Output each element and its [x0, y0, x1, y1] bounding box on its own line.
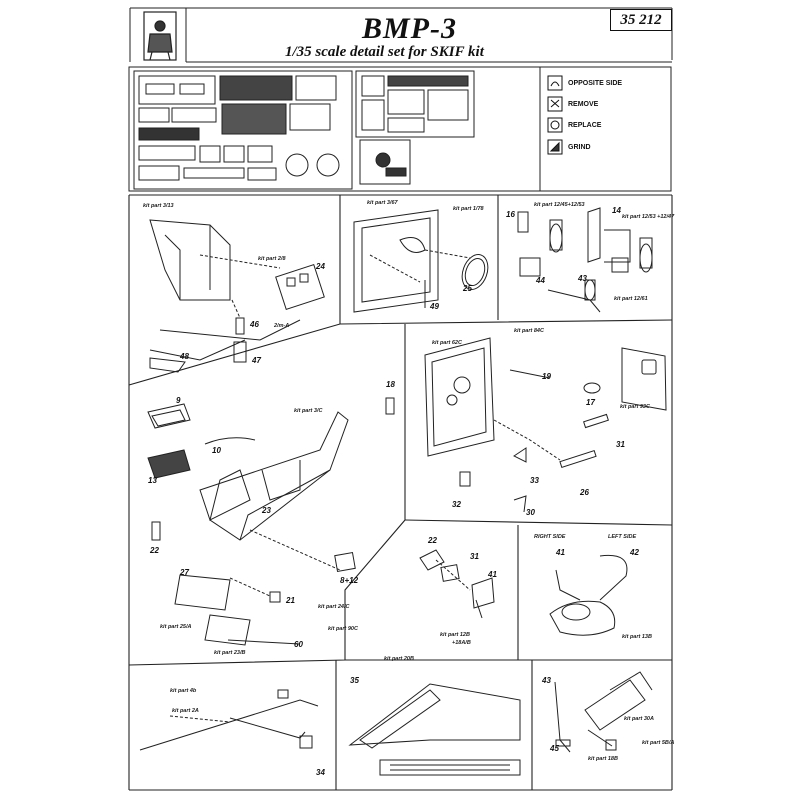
part-number: 22	[150, 546, 159, 555]
panel-6-kit-label: +18A/B	[452, 640, 471, 646]
part-number: 27	[180, 568, 189, 577]
panel-10-kit-label: kit part 18B	[588, 756, 618, 762]
part-number: 42	[630, 548, 639, 557]
part-number: 10	[212, 446, 221, 455]
grind-icon	[547, 139, 563, 155]
part-number: 47	[252, 356, 261, 365]
part-number: 43	[542, 676, 551, 685]
panel-4-kit-label: kit part 90C	[328, 626, 358, 632]
part-number: 21	[286, 596, 295, 605]
part-number: 33	[530, 476, 539, 485]
panel-borders	[128, 194, 673, 791]
panel-7-drawing	[549, 554, 628, 636]
panel-8-kit-label: kit part 4b	[170, 688, 197, 694]
panel-1-kit-label: kit part 2/8	[258, 256, 286, 262]
panel-1-kit-label: kit part 3/13	[143, 203, 174, 209]
remove-icon	[547, 96, 563, 112]
part-number: 18	[386, 380, 395, 389]
page-title: BMP-3	[362, 12, 457, 45]
part-number: 8+12	[340, 576, 359, 585]
part-number: 45	[550, 744, 559, 753]
panel-3-kit-label: kit part 12/45+12/53	[534, 202, 585, 208]
panel-8-kit-label: kit part 2A	[172, 708, 199, 714]
panel-10-kit-label: kit part 5B/A	[642, 740, 675, 746]
panel-2-drawing	[353, 209, 489, 313]
panel-5-drawing	[424, 337, 667, 513]
panel-1-kit-label: 2/m-A	[274, 323, 290, 329]
panel-3-kit-label: kit part 12/53 +12/47	[622, 214, 675, 220]
part-number: 13	[148, 476, 157, 485]
part-number: 44	[536, 276, 545, 285]
part-number: 32	[452, 500, 461, 509]
panel-6-drawing	[419, 549, 495, 619]
part-number: 23	[262, 506, 271, 515]
part-number: 25	[463, 284, 472, 293]
legend-label: GRIND	[568, 144, 591, 151]
panel-7-right-side: RIGHT SIDE	[534, 534, 566, 540]
part-number: 30	[526, 508, 535, 517]
panel-5-kit-label: kit part 93C	[620, 404, 650, 410]
etched-fret-right	[355, 70, 475, 185]
panel-7-left-side: LEFT SIDE	[608, 534, 637, 540]
legend-label: OPPOSITE SIDE	[568, 80, 623, 87]
panel-5-kit-label: kit part 84C	[514, 328, 544, 334]
part-number: 49	[430, 302, 439, 311]
part-number: 43	[578, 274, 587, 283]
brand-logo	[143, 11, 177, 61]
panel-3-drawing	[517, 207, 653, 313]
part-number: 26	[580, 488, 589, 497]
panel-10-drawing	[554, 671, 653, 753]
part-number: 41	[488, 570, 497, 579]
part-number: 60	[294, 640, 303, 649]
panel-2-kit-label: kit part 1/78	[453, 206, 484, 212]
etched-fret-left	[133, 70, 353, 190]
panel-2-kit-label: kit part 3/67	[367, 200, 398, 206]
panel-5-kit-label: kit part 62C	[432, 340, 462, 346]
panel-4-kit-label: kit part 24/C	[318, 604, 350, 610]
product-code: 35 212	[610, 9, 672, 31]
part-number: 31	[470, 552, 479, 561]
part-number: 17	[586, 398, 595, 407]
part-number: 9	[176, 396, 181, 405]
part-number: 35	[350, 676, 359, 685]
panel-6-kit-label: kit part 12B	[440, 632, 470, 638]
panel-4-kit-label: kit part 25/A	[160, 624, 192, 630]
panel-3-kit-label: kit part 12/61	[614, 296, 648, 302]
panel-9-kit-label: kit part 20B	[384, 656, 414, 662]
etched-fret-frame	[128, 66, 672, 192]
opposite-side-icon	[547, 75, 563, 91]
replace-icon	[547, 117, 563, 133]
part-number: 14	[612, 206, 621, 215]
panel-4-kit-label: kit part 23/B	[214, 650, 246, 656]
panel-10-kit-label: kit part 30A	[624, 716, 654, 722]
legend-label: REPLACE	[568, 122, 602, 129]
panel-4-drawing	[147, 397, 395, 646]
page-subtitle: 1/35 scale detail set for SKIF kit	[285, 44, 484, 60]
panel-7-kit-label: kit part 13B	[622, 634, 652, 640]
panel-8-drawing	[139, 689, 319, 751]
part-number: 19	[542, 372, 551, 381]
part-number: 24	[316, 262, 325, 271]
part-number: 48	[180, 352, 189, 361]
panel-4-kit-label: kit part 3/C	[294, 408, 323, 414]
part-number: 41	[556, 548, 565, 557]
part-number: 31	[616, 440, 625, 449]
part-number: 22	[428, 536, 437, 545]
legend-label: REMOVE	[568, 101, 599, 108]
panel-9-drawing	[348, 683, 521, 776]
part-number: 46	[250, 320, 259, 329]
part-number: 16	[506, 210, 515, 219]
part-number: 34	[316, 768, 325, 777]
panel-1-drawing	[149, 219, 325, 373]
